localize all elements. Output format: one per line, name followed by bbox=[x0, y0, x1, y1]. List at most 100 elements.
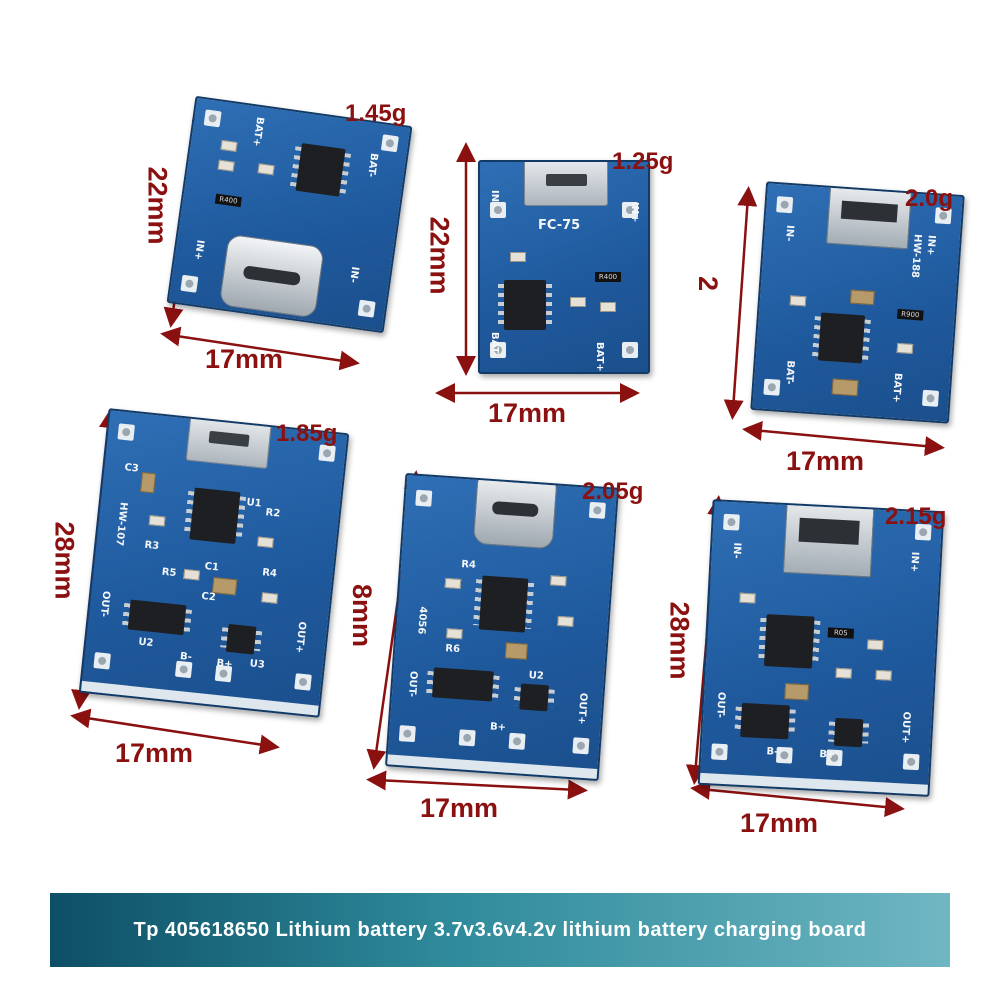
charger-ic bbox=[478, 575, 529, 633]
pad bbox=[398, 725, 416, 743]
width-label: 17mm bbox=[115, 738, 194, 768]
width-label: 17mm bbox=[488, 398, 567, 428]
charging-module-1: R400 BAT+ BAT- IN+ IN- bbox=[166, 95, 413, 334]
smd-component bbox=[875, 669, 892, 681]
caption-banner: Tp 405618650 Lithium battery 3.7v3.6v4.2… bbox=[50, 893, 950, 967]
smd-component bbox=[446, 628, 463, 640]
smd-component bbox=[220, 139, 238, 152]
silk-label: R4 bbox=[261, 567, 278, 580]
pad bbox=[294, 673, 312, 691]
silk-label: U3 bbox=[249, 658, 266, 671]
silk-label: C2 bbox=[200, 590, 217, 604]
pad bbox=[117, 423, 135, 441]
silk-label: OUT+ bbox=[899, 711, 912, 744]
silk-label: OUT- bbox=[714, 691, 727, 719]
charging-module-4: C3 U1 R2 HW-107 R3 R5 C1 C2 R4 OUT- OUT+… bbox=[78, 408, 350, 718]
silk-label: HW-107 bbox=[113, 501, 129, 547]
charging-module-5: R4 4056 R6 OUT- U2 OUT+ B+ bbox=[385, 472, 619, 782]
silk-label: IN- bbox=[489, 190, 500, 207]
smd-component bbox=[257, 163, 275, 176]
silk-label: R3 bbox=[143, 539, 160, 553]
silk-label: IN+ bbox=[629, 202, 640, 223]
silk-label: C3 bbox=[123, 462, 140, 475]
arrow-3-height bbox=[723, 186, 758, 420]
arrow-6-width bbox=[690, 780, 905, 817]
pad bbox=[622, 202, 638, 218]
silk-label: IN+ bbox=[191, 239, 206, 261]
protection-ic bbox=[431, 667, 494, 702]
smd-component bbox=[557, 615, 574, 627]
silk-label: BAT- bbox=[365, 152, 380, 178]
height-label: 22mm bbox=[142, 166, 173, 245]
charger-ic bbox=[189, 487, 241, 545]
mosfet-ic bbox=[225, 623, 257, 655]
silk-label: R4 bbox=[460, 559, 477, 572]
silk-label: OUT- bbox=[405, 670, 419, 698]
arrow-4-width bbox=[70, 708, 280, 755]
height-label: 8mm bbox=[347, 583, 378, 648]
smd-component bbox=[866, 639, 884, 651]
charger-ic bbox=[295, 143, 346, 197]
pad bbox=[572, 737, 590, 755]
resistor: R900 bbox=[896, 308, 924, 321]
usb-c-icon bbox=[472, 472, 558, 550]
pad bbox=[490, 342, 506, 358]
capacitor bbox=[504, 642, 528, 660]
resistor: R400 bbox=[214, 193, 242, 208]
width-label: 17mm bbox=[786, 446, 865, 476]
silk-label: FC-75 bbox=[538, 218, 581, 233]
pad bbox=[921, 389, 940, 407]
weight-label: 2.0g bbox=[905, 185, 954, 212]
charging-module-6: R05 IN- IN+ OUT- OUT+ B- B+ bbox=[697, 499, 945, 797]
silk-label: IN+ bbox=[908, 551, 921, 573]
charging-module-2: FC-75 R400 IN- IN+ BAT- BAT+ bbox=[478, 160, 650, 374]
weight-label: 2.05g bbox=[582, 478, 644, 505]
silk-label: B+ bbox=[819, 749, 836, 761]
pad bbox=[711, 743, 728, 761]
width-label: 17mm bbox=[420, 793, 499, 823]
height-label: 22mm bbox=[424, 216, 455, 295]
silk-label: BAT+ bbox=[890, 372, 904, 404]
protection-ic bbox=[127, 599, 187, 636]
silk-label: B- bbox=[179, 650, 193, 664]
silk-label: BAT+ bbox=[594, 342, 605, 372]
silk-label: IN+ bbox=[924, 234, 937, 256]
height-label: 28mm bbox=[664, 601, 695, 680]
silk-label: OUT+ bbox=[293, 620, 308, 654]
resistor: R400 bbox=[595, 272, 621, 282]
smd-component bbox=[261, 592, 279, 604]
pad bbox=[458, 729, 476, 747]
pad bbox=[622, 342, 638, 358]
pad bbox=[203, 109, 222, 128]
silk-label: BAT+ bbox=[250, 116, 266, 148]
capacitor bbox=[140, 471, 157, 494]
smd-component bbox=[789, 295, 807, 307]
caption-text: Tp 405618650 Lithium battery 3.7v3.6v4.2… bbox=[133, 918, 867, 941]
silk-label: BAT- bbox=[489, 332, 500, 357]
weight-label: 1.45g bbox=[345, 100, 407, 127]
silk-label: R2 bbox=[264, 507, 281, 520]
smd-component bbox=[148, 515, 166, 527]
capacitor bbox=[849, 289, 875, 306]
pad bbox=[775, 746, 793, 764]
resistor: R05 bbox=[827, 627, 855, 639]
pad bbox=[380, 134, 399, 153]
smd-component bbox=[550, 575, 567, 587]
pad bbox=[508, 732, 526, 750]
micro-usb-icon bbox=[524, 162, 608, 206]
silk-label: B+ bbox=[215, 657, 234, 671]
mosfet-ic bbox=[519, 683, 550, 712]
width-label: 17mm bbox=[740, 808, 819, 838]
mosfet-ic bbox=[833, 717, 864, 748]
charger-ic bbox=[498, 280, 552, 330]
capacitor bbox=[831, 378, 859, 397]
smd-component bbox=[256, 536, 274, 549]
usb-c-icon bbox=[218, 233, 325, 319]
height-label: 2 bbox=[693, 275, 724, 292]
silk-label: HW-188 bbox=[908, 233, 923, 279]
silk-label: B+ bbox=[489, 721, 507, 734]
height-label: 28mm bbox=[49, 521, 80, 600]
silk-label: IN- bbox=[730, 542, 743, 559]
arrow-1-width bbox=[160, 326, 360, 371]
pad bbox=[776, 196, 794, 214]
